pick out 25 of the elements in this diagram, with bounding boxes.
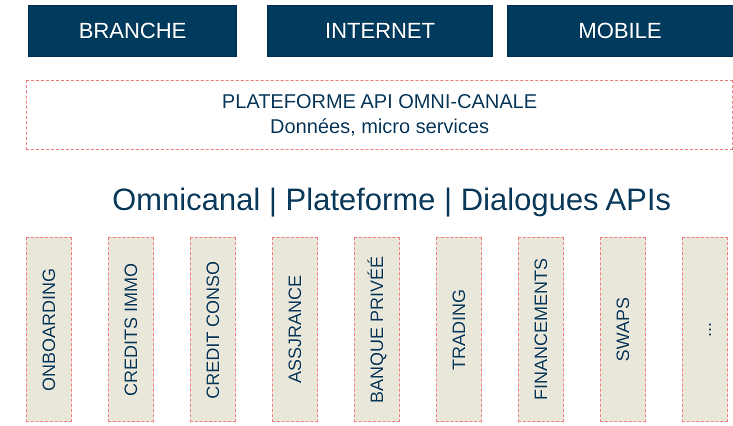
service-label: BANQUE PRIVÉÉ <box>366 256 388 404</box>
platform-box <box>26 80 733 150</box>
service-label: TRADING <box>448 289 470 370</box>
service-label: CREDIT CONSO <box>202 260 224 398</box>
service-box <box>682 237 728 422</box>
service-box <box>600 237 646 422</box>
service-box <box>354 237 400 422</box>
service-label: ONBOARDING <box>38 268 60 391</box>
service-box <box>436 237 482 422</box>
channel-box: INTERNET <box>267 5 493 57</box>
platform-subtitle: Données, micro services <box>270 116 489 139</box>
service-label: FINANCEMENTS <box>530 258 552 400</box>
service-label: SWAPS <box>612 297 634 362</box>
service-box <box>272 237 318 422</box>
service-box <box>108 237 154 422</box>
section-heading: Omnicanal | Plateforme | Dialogues APIs <box>112 182 671 217</box>
service-label: CREDITS IMMO <box>120 263 142 396</box>
service-label: ... <box>694 322 716 337</box>
service-label: ASSJRANCE <box>284 275 306 384</box>
channel-box: MOBILE <box>507 5 733 57</box>
service-box <box>190 237 236 422</box>
service-box <box>518 237 564 422</box>
platform-title: PLATEFORME API OMNI-CANALE <box>222 91 538 114</box>
service-box <box>26 237 72 422</box>
channel-box: BRANCHE <box>28 5 237 57</box>
